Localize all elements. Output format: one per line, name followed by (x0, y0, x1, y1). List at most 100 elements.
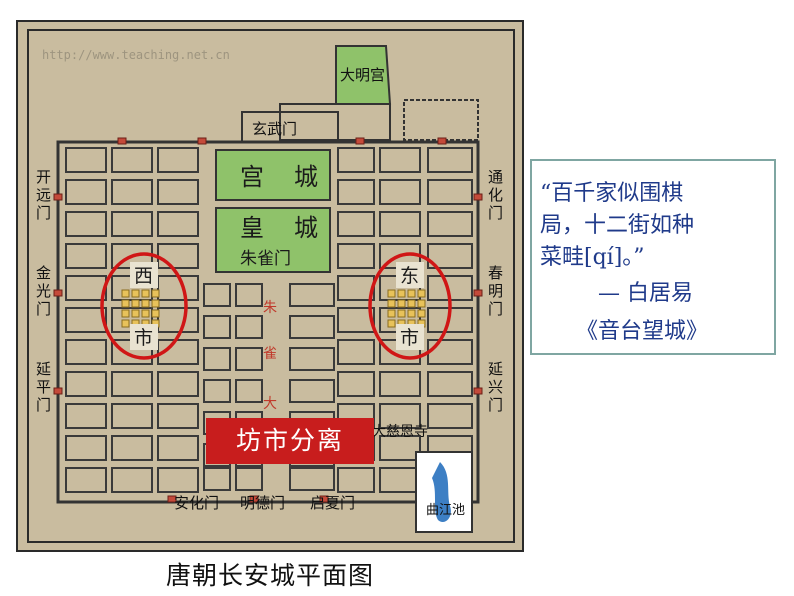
north-precinct (279, 103, 391, 141)
east-gate-label: 明 (488, 282, 503, 300)
ward-block (203, 315, 231, 339)
gate-marker (473, 289, 483, 297)
west-gate-label: 延 (36, 360, 51, 378)
gate-marker (473, 387, 483, 395)
palace-char-1: 宫 (240, 163, 264, 191)
ward-block (427, 371, 473, 397)
qujiang-label: 曲江池 (426, 503, 465, 518)
ward-block (289, 315, 335, 339)
east-market-shop (387, 319, 396, 328)
ward-block (379, 403, 421, 429)
ward-block (379, 371, 421, 397)
ward-block (427, 179, 473, 205)
ward-block (203, 347, 231, 371)
quote-author: — 白居易 (598, 281, 693, 306)
east-market-shop (397, 299, 406, 308)
ward-block (289, 283, 335, 307)
daming-label: 大明宫 (340, 66, 385, 84)
west-gate-label: 开 (36, 168, 51, 186)
east-market-char-1: 东 (400, 265, 419, 287)
gate-marker (355, 137, 365, 145)
west-market-shop (121, 319, 130, 328)
west-market-shop (151, 299, 160, 308)
watermark-url: http://www.teaching.net.cn (42, 48, 230, 62)
west-gate-label: 光 (36, 282, 51, 300)
gate-marker (53, 193, 63, 201)
ward-block (157, 147, 199, 173)
quote-line-2: 局，十二街如种 (540, 213, 695, 238)
gate-marker (197, 137, 207, 145)
street-char-3: 大 (263, 396, 277, 412)
west-market-shop (151, 309, 160, 318)
ward-block (337, 339, 375, 365)
ward-block (427, 243, 473, 269)
ward-block (111, 403, 153, 429)
ward-block (65, 211, 107, 237)
west-market-char-1: 西 (134, 265, 153, 287)
imperial-city (215, 207, 331, 273)
qujiang-pool (432, 462, 451, 523)
gate-marker (167, 495, 177, 503)
ward-block (235, 315, 263, 339)
ward-block (203, 467, 231, 491)
west-gate-label: 门 (36, 396, 51, 414)
ward-block (157, 339, 199, 365)
gate-marker (249, 495, 259, 503)
ward-block (157, 403, 199, 429)
west-market-shop (121, 299, 130, 308)
west-gate-label: 金 (36, 264, 51, 282)
east-market-char-2: 市 (400, 327, 419, 349)
ward-block (337, 275, 375, 301)
ward-block (111, 179, 153, 205)
ward-block (235, 283, 263, 307)
poem-quote-box: “百千家似围棋 局，十二街如种 菜畦[qí]。” — 白居易 《音台望城》 (530, 159, 776, 355)
south-gate-2: 明德门 (240, 494, 285, 512)
ward-block (427, 147, 473, 173)
gate-marker (437, 137, 447, 145)
ward-block (235, 347, 263, 371)
west-market-circle (100, 252, 188, 360)
east-market-shop (387, 309, 396, 318)
quote-line-3: 菜畦[qí]。” (540, 245, 645, 270)
west-gate-label: 门 (36, 300, 51, 318)
chang-an-map: http://www.teaching.net.cn 大明宫 玄武门 宫 城 皇… (16, 20, 524, 552)
ward-block (379, 435, 421, 461)
east-market-shop (407, 309, 416, 318)
gate-marker (473, 193, 483, 201)
ward-block (337, 147, 375, 173)
west-market-shop (141, 309, 150, 318)
east-gate-label: 兴 (488, 378, 503, 396)
ward-block (65, 179, 107, 205)
imperial-char-1: 皇 (240, 214, 264, 242)
ward-block (427, 403, 473, 429)
gate-marker (53, 387, 63, 395)
city-plan-svg: 大明宫 玄武门 宫 城 皇 城 朱雀门 西 市 东 市 朱 雀 大 街 大慈恩寺… (27, 29, 515, 543)
ward-block (337, 371, 375, 397)
east-market-shop (397, 309, 406, 318)
west-market-shop (121, 289, 130, 298)
east-market-shop (407, 289, 416, 298)
east-market-circle (368, 252, 452, 360)
ward-block (427, 339, 473, 365)
south-gate-3: 启夏门 (310, 494, 355, 512)
east-gate-label: 门 (488, 204, 503, 222)
ward-block (157, 467, 199, 493)
street-char-1: 朱 (263, 300, 277, 316)
ward-block (157, 243, 199, 269)
ward-block (337, 243, 375, 269)
west-char-bg (130, 262, 158, 288)
ward-block (235, 467, 263, 491)
west-market-shop (131, 289, 140, 298)
west-gate-label: 平 (36, 378, 51, 396)
ward-block (157, 211, 199, 237)
ward-block (289, 347, 335, 371)
ward-block (65, 307, 107, 333)
imperial-char-2: 城 (294, 214, 318, 242)
palace-city (215, 149, 331, 201)
ward-block (111, 467, 153, 493)
east-market-shop (417, 309, 426, 318)
east-market-shop (387, 289, 396, 298)
ward-block (203, 283, 231, 307)
